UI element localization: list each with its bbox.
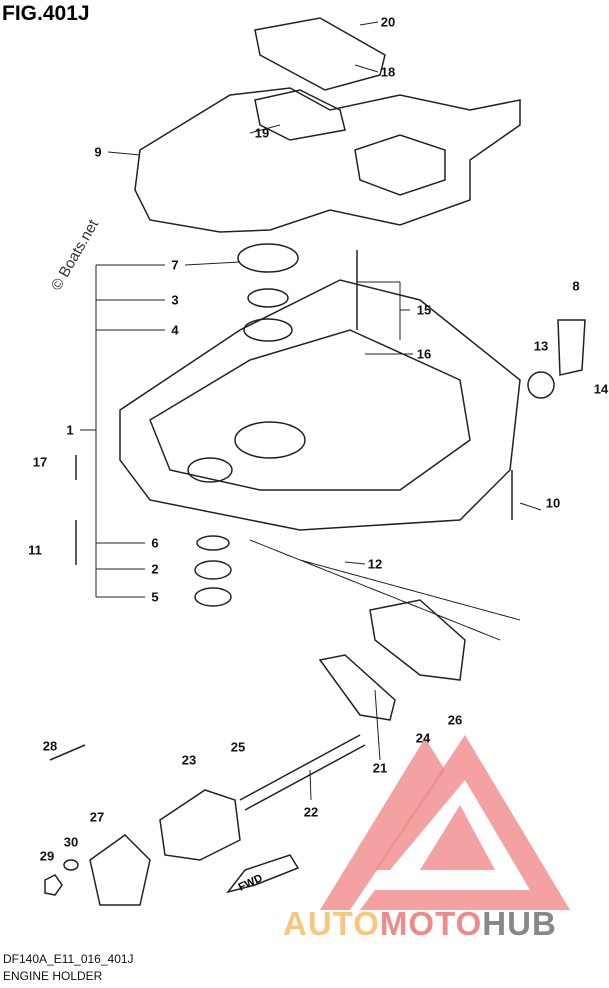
callout-30: 30 [63,834,79,850]
callout-16: 16 [416,346,432,362]
brand-logo [320,735,570,910]
callout-25: 25 [230,739,246,755]
brand-wordmark: AUTOMOTOHUB [283,905,557,943]
callout-4: 4 [171,322,179,338]
callout-23: 23 [181,752,197,768]
mount-23 [159,789,241,861]
callout-10: 10 [545,495,561,511]
callout-24: 24 [415,730,431,746]
callout-27: 27 [89,809,105,825]
callout-1: 1 [66,422,74,438]
callout-8: 8 [572,278,580,294]
pipe-8 [557,319,586,376]
callout-11: 11 [28,542,42,558]
callout-14: 14 [593,381,609,397]
drawing-code: DF140A_E11_016_401J [3,952,134,966]
callout-5: 5 [151,589,159,605]
callout-13: 13 [533,338,549,354]
callout-6: 6 [151,535,159,551]
callout-19: 19 [254,125,270,141]
callout-12: 12 [367,556,383,572]
cover-18 [254,17,386,91]
callout-9: 9 [94,144,102,160]
callout-21: 21 [372,760,388,776]
callout-15: 15 [416,302,432,318]
callout-28: 28 [42,738,58,754]
callout-26: 26 [447,712,463,728]
callout-18: 18 [380,64,396,80]
brand-part-moto: MOTO [379,905,483,942]
seal-7 [237,243,299,273]
drawing-name: ENGINE HOLDER [3,969,103,983]
callout-17: 17 [32,454,48,470]
brand-part-auto: AUTO [283,905,380,942]
engine-holder-1 [119,279,521,531]
callout-22: 22 [303,804,319,820]
callout-29: 29 [39,848,55,864]
callout-7: 7 [171,257,179,273]
callout-20: 20 [380,14,396,30]
gasket-9 [134,87,521,233]
fwd-arrow [226,854,300,894]
brand-part-hub: HUB [482,905,557,942]
callout-2: 2 [151,561,159,577]
callout-3: 3 [171,292,179,308]
figure-title: FIG.401J [2,2,90,25]
